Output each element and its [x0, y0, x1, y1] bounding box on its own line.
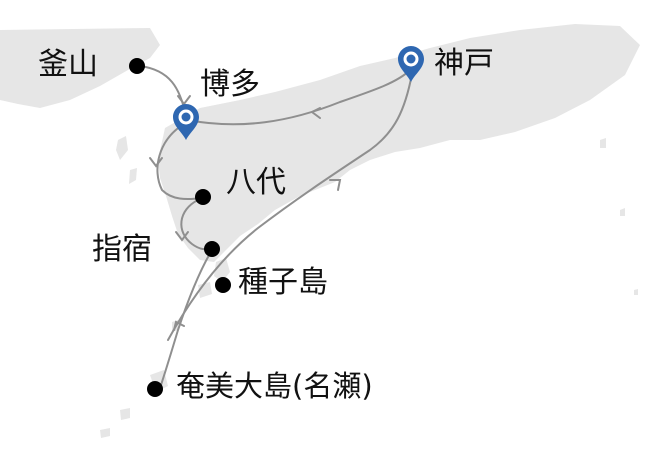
- dot-icon[interactable]: [204, 241, 220, 257]
- dot-icon[interactable]: [147, 381, 163, 397]
- arrow-icon: [175, 231, 189, 242]
- japan-landmass: [158, 24, 640, 262]
- port-label-hakata: 博多: [200, 67, 260, 102]
- route-hakata-yatsushiro: [156, 123, 203, 200]
- port-markers: [129, 58, 231, 397]
- route-ibusuki-amami: [159, 249, 213, 389]
- routes: [139, 65, 413, 389]
- route-arrows: [149, 95, 342, 331]
- arrow-icon: [329, 179, 342, 191]
- arrow-icon: [173, 320, 185, 331]
- port-label-tanegashima: 種子島: [238, 265, 328, 300]
- dot-icon[interactable]: [129, 58, 145, 74]
- dot-icon[interactable]: [195, 189, 211, 205]
- location-pin-icon[interactable]: [398, 46, 424, 82]
- island: [600, 138, 606, 148]
- island: [116, 136, 128, 160]
- arrow-icon: [149, 157, 163, 168]
- port-label-ibusuki: 指宿: [92, 232, 152, 267]
- island: [129, 168, 137, 184]
- island: [214, 258, 230, 282]
- island: [634, 289, 638, 295]
- korea-landmass: [0, 28, 160, 108]
- port-label-amami: 奄美大島(名瀬): [176, 369, 373, 403]
- port-label-yatsushiro: 八代: [226, 165, 286, 200]
- arrow-icon: [177, 95, 191, 106]
- island: [620, 208, 625, 216]
- shikoku-landmass: [300, 122, 400, 162]
- port-label-busan: 釜山: [38, 47, 98, 82]
- arrow-icon: [310, 107, 321, 119]
- route-hakata-kobe: [187, 69, 411, 126]
- route-amami-kobe: [167, 73, 413, 341]
- location-pin-icon[interactable]: [173, 104, 199, 140]
- island: [100, 428, 110, 438]
- island: [120, 408, 130, 420]
- port-label-kobe: 神戸: [434, 46, 494, 81]
- dot-icon[interactable]: [215, 277, 231, 293]
